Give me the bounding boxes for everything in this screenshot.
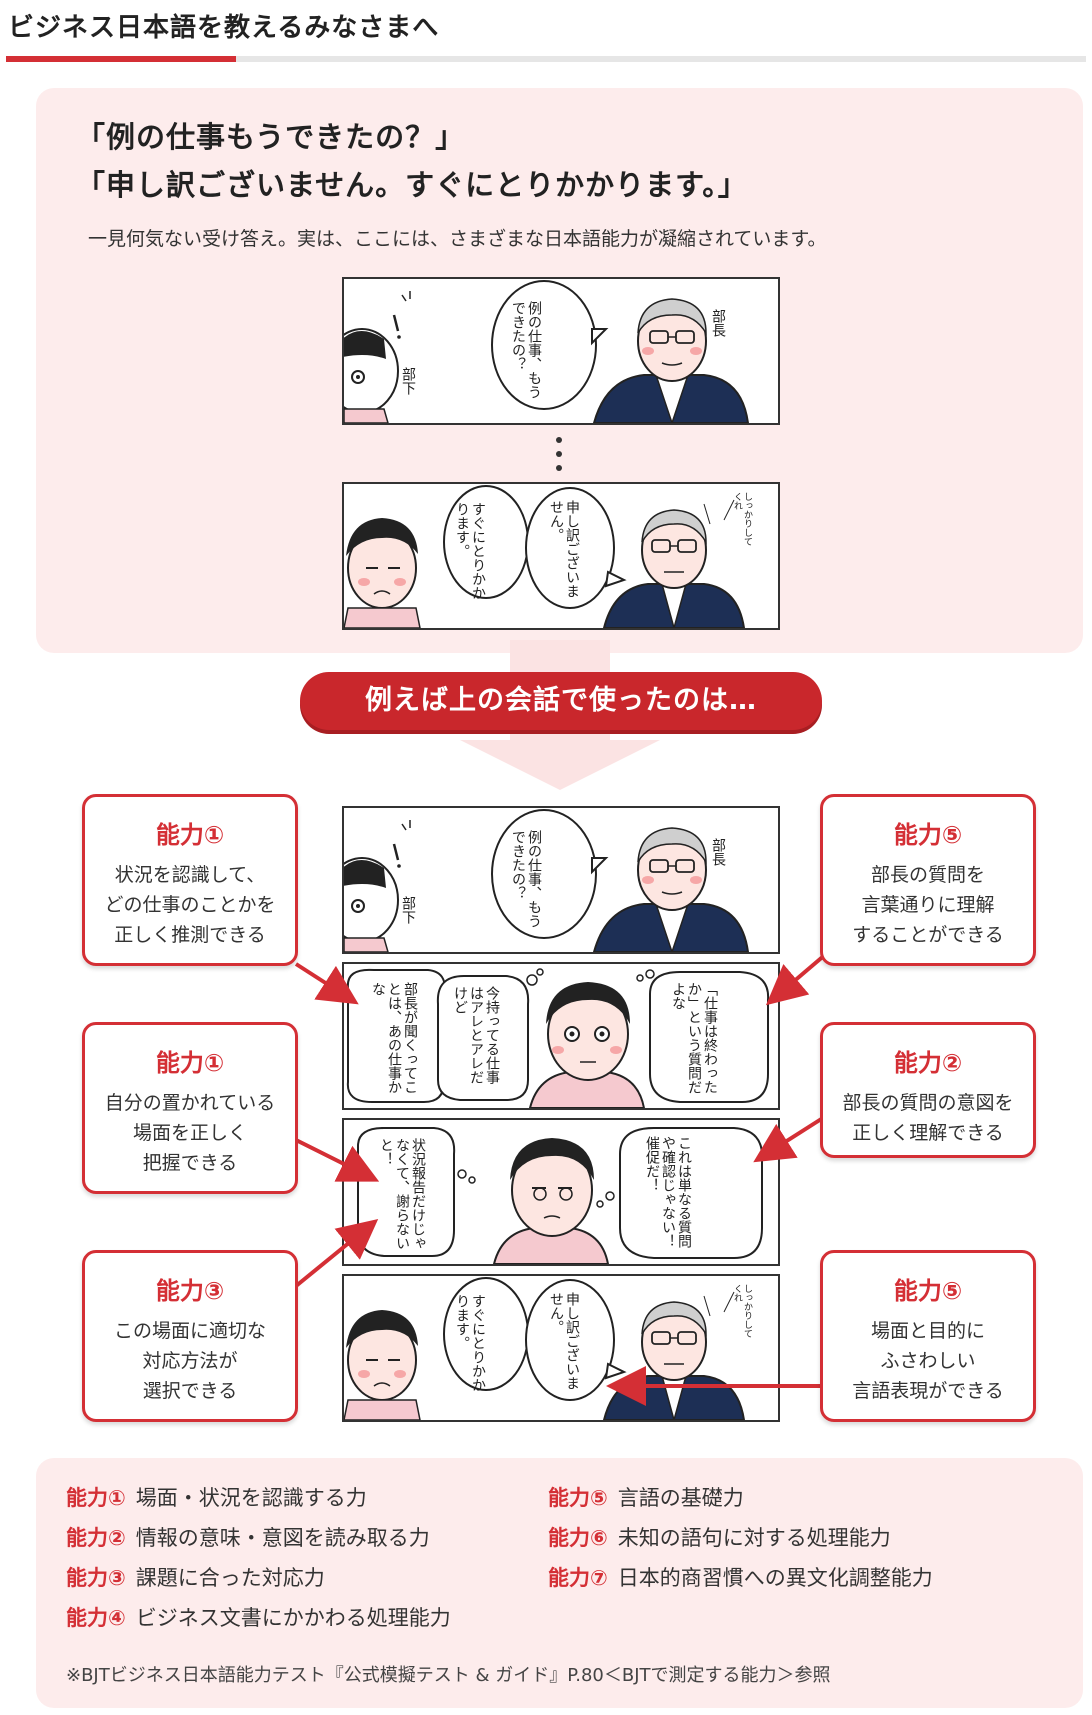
ability-text: この場面に適切な 対応方法が 選択できる [113, 1320, 266, 1402]
header-rule-accent [6, 56, 236, 62]
legend-item: 能力① 場面・状況を認識する力 [66, 1482, 367, 1512]
ability-box-left-1: 能力① 状況を認識して、 どの仕事のことかを 正しく推測できる [82, 794, 298, 966]
continuation-dots [556, 437, 564, 477]
intro-quote-reply: 「申し訳ございません。すぐにとりかかります。」 [76, 168, 748, 202]
legend-item: 能力⑦ 日本的商習慣への異文化調整能力 [548, 1562, 933, 1592]
section-header: ビジネス日本語を教えるみなさまへ [6, 8, 1086, 62]
legend-text: 日本的商習慣への異文化調整能力 [617, 1566, 933, 1590]
manga-illustration [344, 809, 750, 952]
manga-bubble-text: 申し訳ございません。 [548, 500, 580, 598]
dot [556, 437, 562, 443]
legend-item: 能力② 情報の意味・意図を読み取る力 [66, 1522, 430, 1552]
manga-illustration [346, 968, 770, 1108]
manga-panel-2: 部長が聞くってことは、あの仕事かな 今持ってる仕事はアレとアレだけど 「仕事は終… [342, 962, 780, 1110]
legend-text: ビジネス文書にかかわる処理能力 [135, 1606, 451, 1630]
ability-legend-panel: 能力① 場面・状況を認識する力 能力② 情報の意味・意図を読み取る力 能力③ 課題に合… [36, 1458, 1083, 1708]
ability-text: 状況を認識して、 どの仕事のことかを 正しく推測できる [104, 864, 276, 946]
legend-key: 能力⑦ [548, 1566, 608, 1590]
ability-text: 場面と目的に ふさわしい 言語表現ができる [852, 1320, 1004, 1402]
ability-box-right-3: 能力⑤ 場面と目的に ふさわしい 言語表現ができる [820, 1250, 1036, 1422]
ability-title: 能力⑤ [893, 1277, 963, 1305]
manga-sfx-text: しっかりしてくれ [732, 492, 752, 546]
legend-key: 能力① [66, 1486, 126, 1510]
ability-title: 能力① [155, 821, 225, 849]
manga-illustration [344, 485, 746, 628]
ability-text: 部長の質問の意図を 正しく理解できる [842, 1092, 1014, 1144]
legend-item: 能力⑤ 言語の基礎力 [548, 1482, 744, 1512]
manga-bubble-text: すぐにとりかかります。 [454, 502, 486, 600]
dot [556, 465, 562, 471]
manga-panel-4: すぐにとりかかります。 申し訳ございません。 しっかりしてくれ [342, 1274, 780, 1422]
ability-box-left-2: 能力① 自分の置かれている 場面を正しく 把握できる [82, 1022, 298, 1194]
manga-label-subordinate: 部下 [400, 367, 416, 395]
manga-panel-1: 例の仕事、もうできたの？ 部長 部下 [342, 806, 780, 954]
legend-key: 能力⑤ [548, 1486, 608, 1510]
legend-item: 能力④ ビジネス文書にかかわる処理能力 [66, 1602, 451, 1632]
manga-label-boss: 部長 [710, 838, 726, 866]
manga-thought-text: 「仕事は終わったか」という質問だよな [670, 982, 718, 1094]
arrow-lines [294, 952, 828, 1406]
manga-illustration [344, 280, 750, 423]
manga-label-boss: 部長 [710, 309, 726, 337]
legend-text: 情報の意味・意図を読み取る力 [135, 1526, 430, 1550]
intro-quote-boss: 「例の仕事もうできたの？」 [76, 120, 466, 154]
manga-sfx-text: しっかりしてくれ [732, 1284, 752, 1338]
manga-illustration [357, 1127, 764, 1264]
legend-text: 課題に合った対応力 [135, 1566, 325, 1590]
dot [556, 451, 562, 457]
source-footnote: ※BJTビジネス日本語能力テスト『公式模擬テスト & ガイド』P.80＜BJTで… [66, 1665, 831, 1686]
ability-title: 能力② [893, 1049, 963, 1077]
intro-text: 一見何気ない受け答え。実は、ここには、さまざまな日本語能力が凝縮されています。 [88, 228, 827, 250]
manga-bubble-text: 申し訳ございません。 [548, 1292, 580, 1390]
ability-title: 能力⑤ [893, 821, 963, 849]
example-banner: 例えば上の会話で使ったのは… [300, 672, 822, 730]
ability-title: 能力① [155, 1049, 225, 1077]
legend-key: 能力⑥ [548, 1526, 608, 1550]
ability-box-left-3: 能力③ この場面に適切な 対応方法が 選択できる [82, 1250, 298, 1422]
header-rule [6, 56, 1086, 62]
legend-key: 能力④ [66, 1606, 126, 1630]
manga-panel-3: 状況報告だけじゃなくて、謝らないと！ これは単なる質問や確認じゃない！催促だ！ [342, 1118, 780, 1266]
legend-text: 未知の語句に対する処理能力 [617, 1526, 891, 1550]
section-title: ビジネス日本語を教えるみなさまへ [8, 13, 440, 43]
ability-box-right-1: 能力⑤ 部長の質問を 言葉通りに理解 することができる [820, 794, 1036, 966]
legend-item: 能力⑥ 未知の語句に対する処理能力 [548, 1522, 891, 1552]
manga-illustration [344, 1277, 746, 1420]
manga-thought-text: 部長が聞くってことは、あの仕事かな [370, 982, 418, 1094]
manga-bubble-text: 例の仕事、もうできたの？ [510, 301, 542, 399]
manga-thought-text: 今持ってる仕事はアレとアレだけど [452, 986, 500, 1084]
ability-text: 部長の質問を 言葉通りに理解 することができる [852, 864, 1004, 946]
legend-text: 言語の基礎力 [617, 1486, 744, 1510]
legend-item: 能力③ 課題に合った対応力 [66, 1562, 325, 1592]
manga-thought-text: 状況報告だけじゃなくて、謝らないと！ [378, 1138, 426, 1250]
manga-label-subordinate: 部下 [400, 896, 416, 924]
ability-title: 能力③ [155, 1277, 225, 1305]
manga-panel-top-1: 例の仕事、もうできたの？ 部長 部下 [342, 277, 780, 425]
manga-thought-text: これは単なる質問や確認じゃない！催促だ！ [644, 1136, 692, 1248]
legend-text: 場面・状況を認識する力 [135, 1486, 367, 1510]
legend-key: 能力② [66, 1526, 126, 1550]
manga-bubble-text: 例の仕事、もうできたの？ [510, 830, 542, 928]
manga-panel-top-2: すぐにとりかかります。 申し訳ございません。 しっかりしてくれ [342, 482, 780, 630]
ability-text: 自分の置かれている 場面を正しく 把握できる [104, 1092, 276, 1174]
manga-bubble-text: すぐにとりかかります。 [454, 1294, 486, 1392]
legend-key: 能力③ [66, 1566, 126, 1590]
ability-box-right-2: 能力② 部長の質問の意図を 正しく理解できる [820, 1022, 1036, 1158]
